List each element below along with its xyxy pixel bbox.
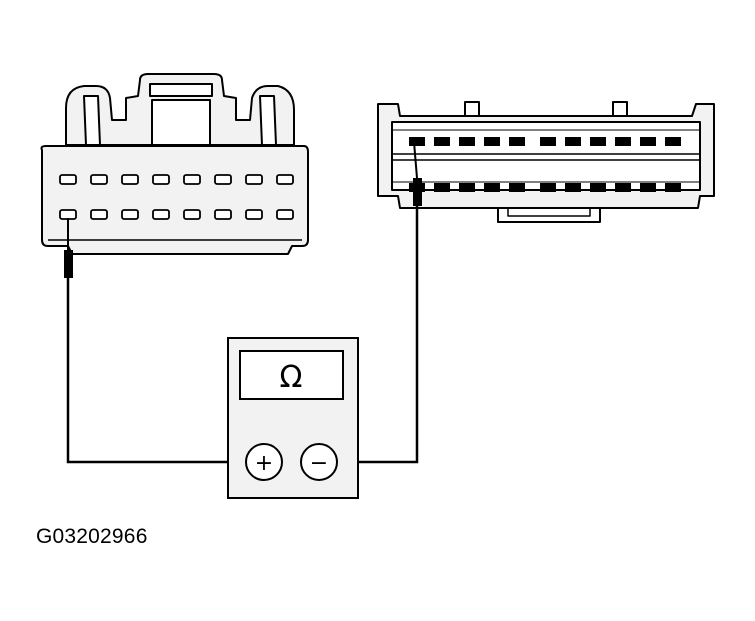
positive-probe-icon xyxy=(64,218,73,278)
meter-display-symbol: Ω xyxy=(280,360,303,395)
right-connector-icon xyxy=(377,101,715,223)
test-leads xyxy=(66,206,419,464)
left-connector-icon xyxy=(40,73,309,255)
figure-id: G03202966 xyxy=(36,525,148,548)
negative-terminal-label: − xyxy=(310,451,328,476)
positive-terminal-label: + xyxy=(255,451,273,476)
negative-probe-icon xyxy=(413,141,422,206)
right-connector-pins xyxy=(409,137,681,192)
left-connector-pins xyxy=(59,174,294,220)
ohmmeter-icon xyxy=(227,337,359,499)
